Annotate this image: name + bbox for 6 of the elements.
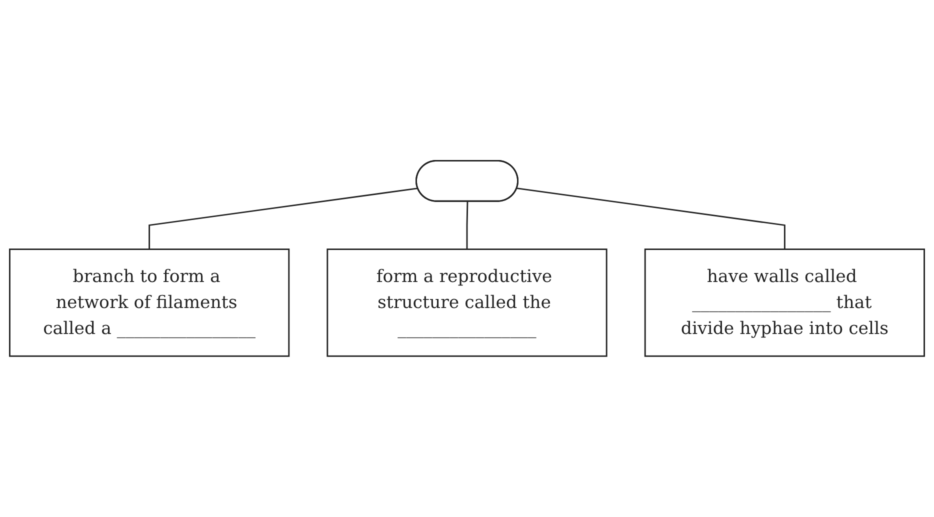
node-box: form a reproductive structure called the ________________ [326, 248, 608, 357]
node-box: branch to form a network of filaments called a ________________ [9, 248, 290, 357]
connector [516, 188, 786, 250]
node-box: have walls called ________________ that divide hyphae into cells [644, 248, 925, 357]
connector [148, 188, 418, 250]
connector [466, 202, 468, 250]
